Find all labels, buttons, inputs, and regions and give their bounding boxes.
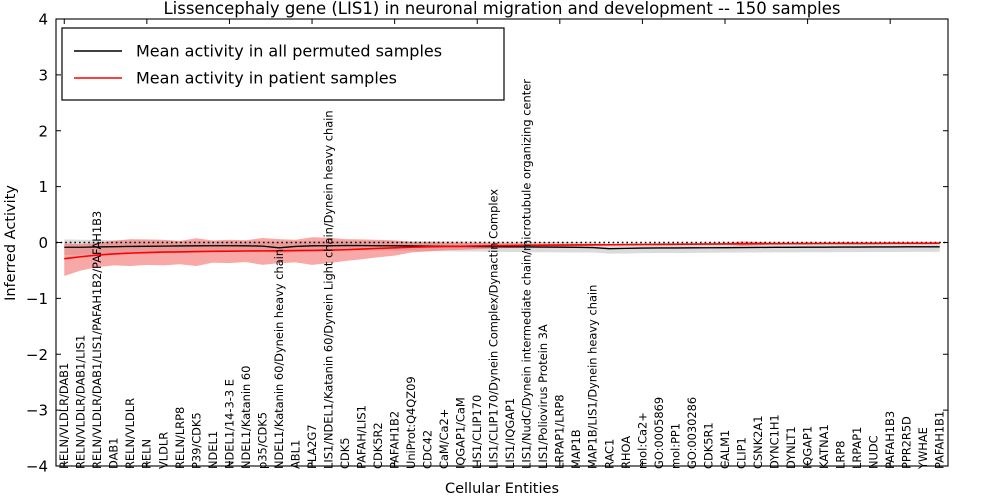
x-tick-label: LIS1/CLIP170 [470,395,484,469]
legend-box [61,27,505,101]
x-tick-label: PPR2R5D [900,416,914,469]
x-tick-label: DAB1 [107,438,121,469]
x-tick-label: DYNLT1 [784,426,798,469]
x-tick-label: RAC1 [602,439,616,469]
x-tick-label: PAFAH1B1 [933,411,947,469]
y-tick-label: 4 [38,11,48,29]
patient-mean-line [64,242,940,260]
x-tick-label: YWHAE [916,427,930,470]
x-tick-label: NDEL1/14-3-3 E [222,379,236,469]
x-tick-label: ABL1 [288,440,302,469]
x-tick-label: LRPAP1/LRP8 [553,394,567,469]
x-tick-label: LRPAP1 [850,427,864,469]
x-tick-label: PLA2G7 [305,424,319,469]
x-tick-label: LIS1/NudC/Dynein intermediate chain/micr… [520,79,534,469]
x-tick-label: LIS1/CLIP170/Dynein Complex/Dynactin Com… [487,189,501,469]
legend-label-patient: Mean activity in patient samples [136,69,397,88]
y-axis: −4 −3 −2 −1 0 1 2 3 4 [26,11,948,476]
y-tick-label: 2 [38,122,48,140]
chart-title: Lissencephaly gene (LIS1) in neuronal mi… [163,0,840,18]
x-tick-label: RELN/VLDLR/DAB1 [57,363,71,469]
x-tick-label: RELN/VLDLR [123,398,137,469]
legend-label-permuted: Mean activity in all permuted samples [136,42,442,61]
x-tick-label: mol:PP1 [668,423,682,469]
x-tick-label: LIS1/NDEL1/Katanin 60/Dynein Light chain… [321,110,335,469]
x-tick-label: NDEL1/Katanin 60 [239,366,253,469]
x-tick-label: P39/CDK5 [189,412,203,469]
x-tick-label: CDK5R2 [371,422,385,469]
x-axis-title: Cellular Entities [445,481,559,497]
x-tick-label: PAFAH/LIS1 [354,405,368,469]
x-tick-label: NDEL1/Katanin 60/Dynein heavy chain [272,249,286,469]
x-tick-label: IQGAP1 [800,426,814,469]
x-tick-label: CALM1 [718,430,732,469]
x-tick-label: CSNK2A1 [751,416,765,469]
x-axis-ticks [63,19,891,466]
legend: Mean activity in all permuted samples Me… [61,27,505,101]
x-tick-label: MAP1B/LIS1/Dynein heavy chain [586,285,600,469]
x-tick-label: RELN/VLDLR/DAB1/LIS1/PAFAH1B2/PAFAH1B3 [90,211,104,469]
permuted-mean-line [64,244,940,250]
y-tick-label: 1 [38,178,48,196]
x-tick-label: MAP1B [569,429,583,469]
x-tick-label: RELN/LRP8 [173,407,187,469]
x-tick-label: LIS1/Poliovirus Protein 3A [536,324,550,469]
x-tick-label: GO:0005869 [652,397,666,469]
x-tick-label: RELN [140,439,154,469]
x-tick-label: GO:0030286 [685,397,699,469]
x-tick-label: RELN/VLDLR/DAB1/LIS1 [74,335,88,469]
x-tick-label: CDK5R1 [701,422,715,469]
x-tick-label: LRP8 [834,441,848,469]
x-tick-label: VLDLR [156,432,170,469]
y-axis-title: Inferred Activity [3,185,19,301]
x-tick-label: IQGAP1/CaM [454,397,468,469]
x-tick-label: RHOA [619,436,633,469]
y-tick-label: 0 [38,234,48,252]
x-tick-label: mol:Ca2+ [635,412,649,469]
y-tick-label: −3 [26,402,48,420]
x-tick-label: PAFAH1B3 [883,411,897,469]
x-tick-label: LIS1/IQGAP1 [503,398,517,469]
series-group [56,237,948,277]
x-tick-label: DYNC1H1 [767,414,781,469]
x-tick-label: PAFAH1B2 [388,411,402,469]
x-tick-label: UniProt:Q4QZ09 [404,376,418,469]
y-tick-label: −4 [26,458,48,476]
y-tick-label: 3 [38,66,48,84]
x-tick-label: p35/CDK5 [255,412,269,469]
x-tick-label: CaM/Ca2+ [437,409,451,469]
x-tick-label: KATNA1 [817,424,831,469]
x-tick-label: CLIP1 [734,437,748,469]
x-tick-label: NDEL1 [206,431,220,469]
x-tick-label: NUDC [867,435,881,469]
x-tick-label: CDC42 [421,430,435,469]
y-tick-label: −2 [26,346,48,364]
x-tick-label: CDK5 [338,438,352,469]
y-tick-label: −1 [26,290,48,308]
